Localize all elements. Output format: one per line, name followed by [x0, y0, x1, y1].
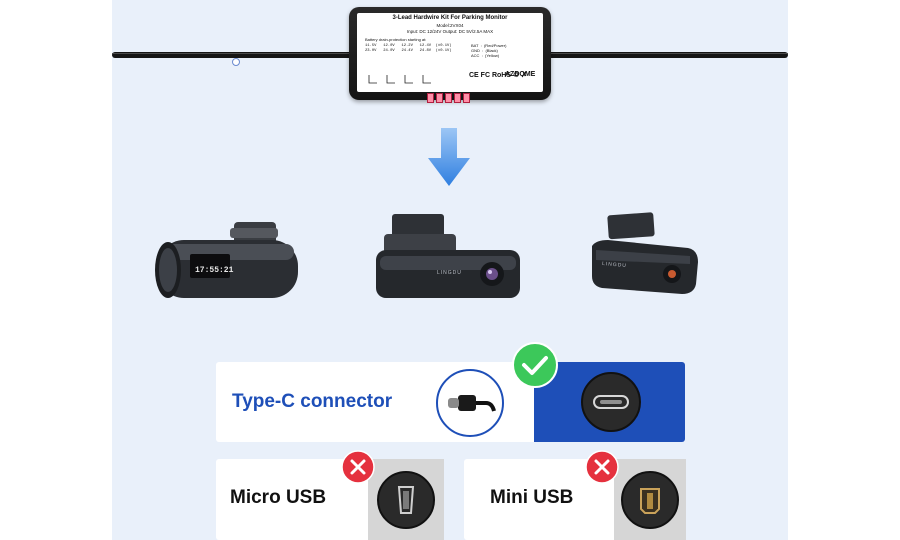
mini-usb-label: Mini USB [490, 487, 574, 508]
dashcam-middle [376, 214, 520, 298]
mini-usb-panel: Mini USB [464, 459, 686, 540]
kit-wire-legend: BAT : (Red/Power) GND : (Black) ACC : (Y… [471, 43, 507, 58]
kit-voltage-table: 11.5V 12.0V 12.2V 12.4V (±0.1V) 23.0V 24… [365, 44, 452, 53]
mini-usb-cross-icon [585, 450, 619, 484]
dashcam-time-display: 17:55:21 [195, 266, 234, 275]
type-c-port-area [534, 362, 685, 442]
kit-cert-symbols: CE FC RoHS ♲ ✗ [469, 72, 528, 79]
micro-usb-label: Micro USB [230, 487, 327, 508]
kit-io-spec: Input: DC 12/24V Output: DC 5V/2.5A MAX [406, 29, 494, 34]
dashcam-middle-brand: LINGDU [437, 270, 462, 276]
kit-battery-note: Battery drain-protection starting at: [365, 37, 427, 42]
kit-label: 3-Lead Hardwire Kit For Parking Monitor … [357, 13, 543, 92]
type-c-label: Type-C connector [232, 391, 393, 412]
hardwire-kit-box: 3-Lead Hardwire Kit For Parking Monitor … [349, 7, 551, 103]
type-c-port-icon [581, 372, 641, 432]
micro-usb-port-area [368, 459, 444, 540]
dashcam-right [592, 212, 698, 294]
micro-usb-panel: Micro USB [216, 459, 444, 540]
mini-usb-port-area [614, 459, 686, 540]
kit-model: Model:2VX04 [436, 23, 464, 28]
dashcam-left [155, 222, 298, 298]
kit-switch-diagram [368, 75, 431, 84]
micro-usb-port-icon [377, 471, 435, 529]
kit-brand-logo: AZDOME [505, 71, 536, 78]
type-c-cable-icon [436, 369, 504, 437]
micro-usb-cross-icon [341, 450, 375, 484]
mini-usb-port-icon [621, 471, 679, 529]
down-arrow-icon [428, 128, 470, 186]
product-stage: 3-Lead Hardwire Kit For Parking Monitor … [112, 0, 788, 540]
check-icon [512, 342, 558, 388]
dip-switch-pins [427, 93, 470, 103]
type-c-panel: Type-C connector [216, 362, 685, 442]
cable-marker [232, 58, 240, 66]
kit-title: 3-Lead Hardwire Kit For Parking Monitor [392, 15, 508, 21]
